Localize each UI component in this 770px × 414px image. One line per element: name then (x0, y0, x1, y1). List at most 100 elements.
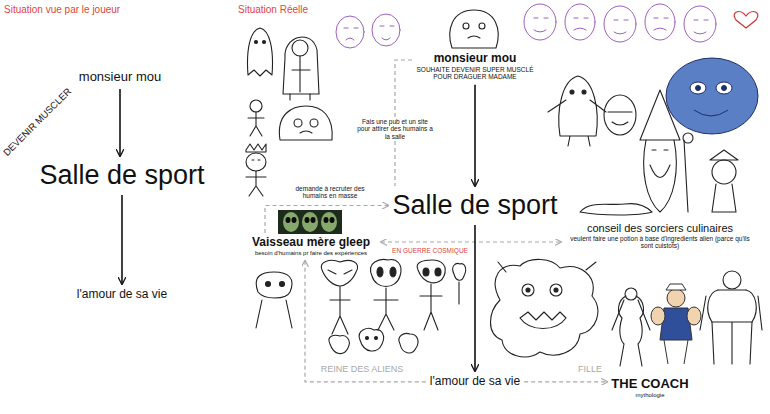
connector-label: EN GUERRE COSMIQUE (390, 247, 470, 254)
sailor-figure (667, 289, 685, 307)
connector-label: Fais une pub et un site pour attirer des… (353, 118, 437, 140)
node-title: Salle de sport (392, 190, 557, 221)
connectors (120, 60, 607, 382)
blue-creature (716, 82, 732, 94)
connector-label: demande à recruter des humains en masse (283, 185, 377, 200)
node-title: l'amour de sa vie (77, 288, 167, 302)
doodle-figures (570, 90, 574, 94)
doodle-figures (294, 119, 302, 127)
purple-doodles (565, 4, 595, 40)
panel-heading: Situation Réelle (238, 4, 308, 16)
doodle-figures (250, 100, 262, 112)
plain-label-node: Salle de sport (39, 160, 204, 191)
node-subtitle: mythologie (611, 392, 688, 399)
purple-doodles (684, 6, 716, 42)
alien-photo (311, 217, 316, 223)
doodle-figures (390, 267, 396, 277)
arrow-connector (121, 195, 123, 284)
sailor-figure (664, 340, 688, 364)
doodle-figures (290, 56, 310, 100)
arrow-connector (474, 225, 476, 371)
sailor-figure (651, 307, 665, 325)
doodle-figures (650, 150, 670, 178)
faction-node: Vaisseau mère gleepbesoin d'humains pr f… (245, 236, 377, 257)
goal-note: DEVENIR MUSCLER (2, 86, 74, 158)
blue-creature (696, 86, 701, 91)
doodle-figures (520, 312, 566, 329)
purple-doodles (524, 4, 556, 40)
node-subtitle: veulent faire une potion à base d'ingred… (565, 235, 755, 250)
node-title: monsieur mou (79, 70, 161, 85)
doodle-figures (723, 271, 741, 289)
heart-doodle (734, 12, 758, 28)
doodle-figures (329, 335, 349, 353)
doodle-figures (450, 10, 498, 48)
doodle-figures (468, 36, 480, 38)
plain-label-node: monsieur mou (79, 70, 161, 85)
doodle-figures (310, 119, 318, 127)
doodle-figures (700, 290, 762, 364)
arrow-connector (474, 85, 476, 186)
node-subtitle: besoin d'humains pr faire des expérience… (245, 250, 377, 257)
doodle-figures (300, 131, 312, 133)
doodle-figures (683, 133, 693, 143)
doodle-figures (417, 260, 445, 330)
doodle-figures (371, 260, 402, 330)
doodle-figures (256, 272, 292, 328)
doodle-figures (491, 259, 598, 356)
doodle-figures (328, 270, 352, 274)
doodle-figures (423, 268, 429, 276)
doodle-figures (712, 160, 736, 184)
doodle-figures (604, 95, 636, 135)
blue-creature (722, 86, 727, 91)
alien-photo (305, 217, 310, 223)
doodle-figures (582, 90, 586, 94)
blue-creature (694, 110, 728, 116)
purple-doodles (336, 16, 364, 48)
purple-doodles (336, 4, 716, 48)
dashed-connector (265, 206, 388, 233)
location-node: Salle de sport (392, 190, 557, 221)
doodle-figures (612, 300, 650, 330)
alien-photo (302, 212, 318, 232)
purple-doodles (534, 18, 708, 20)
doodle-figures (522, 284, 534, 296)
node-title: Salle de sport (39, 160, 204, 191)
doodle-figures (375, 337, 378, 340)
doodle-figures (550, 284, 562, 296)
faction-node: conseil des sorciers culinairesveulent f… (565, 222, 755, 250)
node-title: monsieur mou (415, 52, 535, 66)
doodle-figures (608, 112, 632, 125)
purple-doodles (344, 26, 394, 40)
doodle-figures (279, 106, 332, 140)
dashed-connector (381, 241, 561, 242)
node-subtitle: SOUHAITE DEVENIR SUPER MUSCLÉ POUR DRAGU… (415, 66, 535, 81)
character-node: monsieur mouSOUHAITE DEVENIR SUPER MUSCL… (415, 52, 535, 81)
blue-creature (666, 58, 758, 134)
doodle-figures (280, 282, 285, 287)
sailor-figure (651, 284, 701, 364)
alien-photo (324, 217, 329, 223)
doodle-figures (684, 140, 688, 212)
doodle-figures (710, 150, 738, 160)
doodle-figures (246, 160, 266, 196)
plain-label-node: l'amour de sa vie (77, 288, 167, 302)
doodle-figures (246, 144, 266, 152)
doodle-figures (712, 184, 736, 212)
doodle-figures (463, 23, 469, 29)
purple-doodles (534, 28, 706, 34)
doodle-figures (435, 268, 441, 276)
heart-doodle (734, 12, 758, 28)
alien-photo (292, 217, 297, 223)
dashed-connector (524, 381, 607, 382)
purple-doodles (604, 6, 636, 42)
doodle-figures (399, 333, 418, 352)
purple-doodles (645, 4, 675, 40)
doodle-figures (377, 267, 383, 277)
alien-photo (278, 210, 342, 234)
doodle-figures (283, 37, 319, 94)
sailor-figure (666, 284, 686, 290)
